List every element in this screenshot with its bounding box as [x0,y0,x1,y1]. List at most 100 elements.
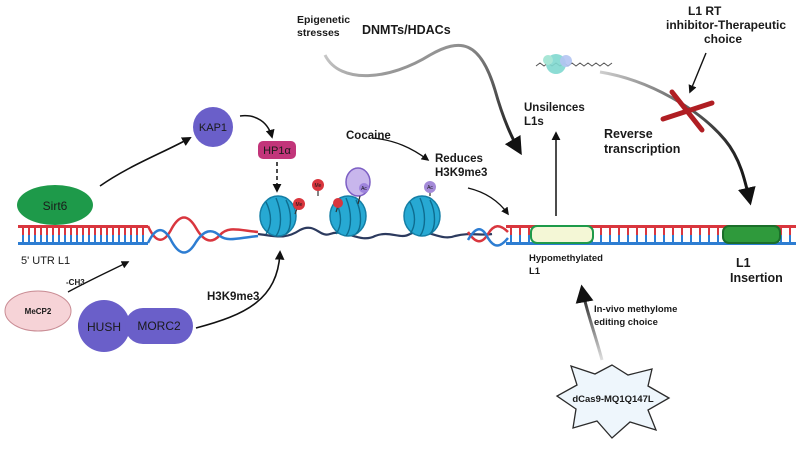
inserted-l1-element [722,225,781,244]
base-pair-red [124,228,126,235]
base-pair-red [708,228,710,235]
ac-label-2: Ac [427,185,433,191]
base-pair-blue [106,235,108,242]
base-pair-blue [618,235,620,242]
rt-inhibitor-label-1: L1 RT [688,4,722,18]
base-pair-red [64,228,66,235]
base-pair-red [28,228,30,235]
base-pair-blue [76,235,78,242]
unsilences-label-1: Unsilences [524,102,585,114]
reverse-transcription-label-2: transcription [604,142,680,156]
base-pair-red [654,228,656,235]
base-pair-blue [789,235,791,242]
base-pair-red [88,228,90,235]
base-pair-red [22,228,24,235]
arrow-reverse-transcription [599,70,756,206]
hp1a-protein: HP1α [258,141,296,159]
base-pair-blue [118,235,120,242]
base-pair-blue [40,235,42,242]
reverse-transcription-label-1: Reverse [604,127,653,141]
base-pair-blue [510,235,512,242]
base-pair-blue [699,235,701,242]
base-pair-red [618,228,620,235]
kap1-protein: KAP1 [193,107,233,147]
inhibition-cross [660,89,715,133]
base-pair-red [717,228,719,235]
base-pair-red [510,228,512,235]
base-pair-red [528,228,530,235]
l1-insertion-label-1: L1 [736,256,751,270]
base-pair-red [76,228,78,235]
morc2-label: MORC2 [137,319,181,333]
epigenetic-label-1: Epigenetic [297,14,350,26]
base-pair-red [106,228,108,235]
kap1-label: KAP1 [199,122,227,134]
acetyl-mark: Ac [424,181,436,196]
base-pair-blue [34,235,36,242]
sirt6-label: Sirt6 [43,199,68,213]
arrow-sirt6-kap1 [99,137,192,187]
methyl-mark-3 [333,198,343,213]
base-pair-blue [136,235,138,242]
base-pair-red [118,228,120,235]
arrow-epigenetic [323,43,522,156]
base-pair-blue [519,235,521,242]
base-pair-red [70,228,72,235]
hp1a-label: HP1α [263,145,291,157]
hush-protein: HUSH [78,300,130,352]
acetyl-reader-protein: Ac [345,167,371,205]
base-pair-blue [64,235,66,242]
base-pair-red [672,228,674,235]
base-pair-blue [112,235,114,242]
base-pair-blue [663,235,665,242]
reduces-label-2: H3K9me3 [435,167,487,179]
base-pair-blue [672,235,674,242]
left-dna-helix [146,216,259,254]
morc2-protein: MORC2 [125,308,193,344]
arrow-cocaine [371,137,430,161]
nucleosome-1 [259,195,297,237]
base-pair-blue [130,235,132,242]
base-pair-blue [22,235,24,242]
base-pair-red [52,228,54,235]
ac-label-1: Ac [361,186,367,192]
epigenetic-label-2: stresses [297,27,340,39]
right-dna-helix [466,225,509,247]
base-pair-blue [70,235,72,242]
base-pair-blue [142,235,144,242]
hypomethylated-label-1: Hypomethylated [529,253,603,264]
l1-rna-complex [535,54,613,74]
base-pair-blue [124,235,126,242]
base-pair-blue [94,235,96,242]
base-pair-blue [609,235,611,242]
dnmts-hdacs-label: DNMTs/HDACs [362,23,451,37]
base-pair-red [519,228,521,235]
chromatin-backbone [257,226,493,240]
base-pair-blue [708,235,710,242]
nucleosome-3 [403,195,441,237]
reduces-label-1: Reduces [435,153,483,165]
base-pair-red [780,228,782,235]
me-label-1: Me [296,202,303,208]
sirt6-protein: Sirt6 [17,185,93,225]
base-pair-red [34,228,36,235]
base-pair-red [58,228,60,235]
arrow-h3k9me3 [195,250,285,329]
base-pair-blue [636,235,638,242]
rt-inhibitor-label-3: choice [704,32,742,46]
unsilences-label-2: L1s [524,116,544,128]
me-label-2: Me [315,183,322,189]
base-pair-blue [58,235,60,242]
h3k9me3-label: H3K9me3 [207,291,259,303]
base-pair-blue [690,235,692,242]
base-pair-red [681,228,683,235]
base-pair-red [46,228,48,235]
base-pair-red [100,228,102,235]
l1-insertion-label-2: Insertion [730,271,783,285]
base-pair-blue [28,235,30,242]
base-pair-blue [654,235,656,242]
base-pair-red [636,228,638,235]
arrow-invivo [575,284,604,361]
base-pair-red [627,228,629,235]
